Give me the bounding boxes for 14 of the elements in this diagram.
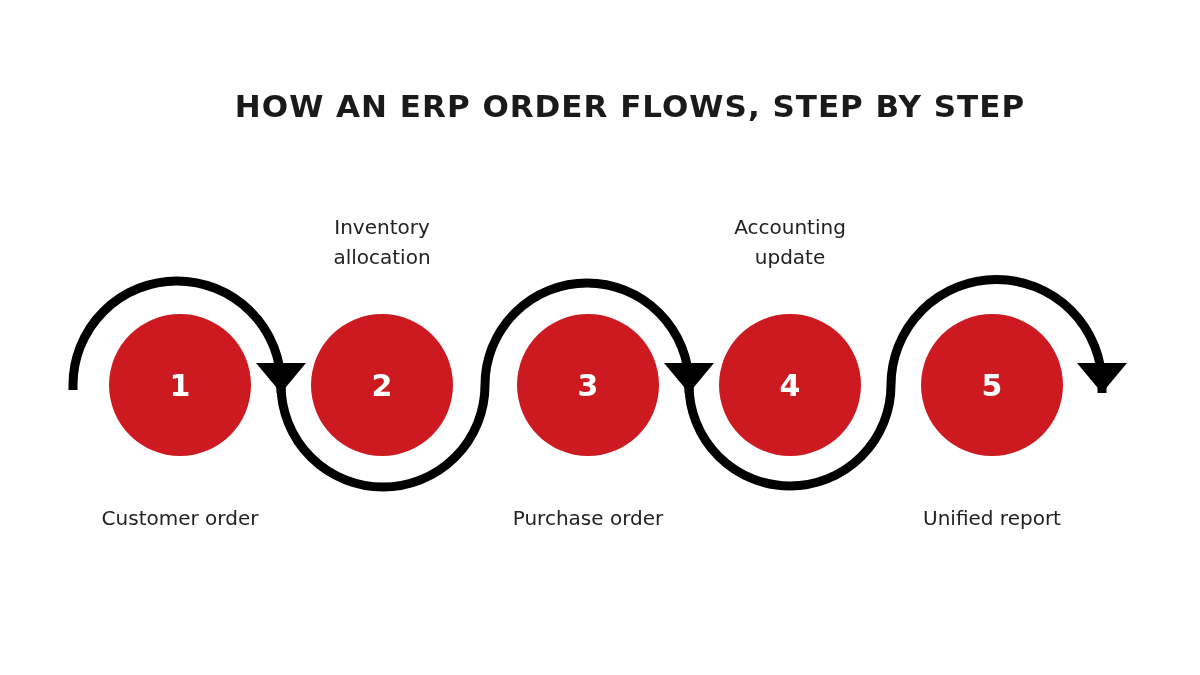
curved-arrow (276, 278, 714, 492)
step-number: 1 (169, 367, 191, 403)
step-label: Customer order (100, 505, 260, 532)
step-number: 4 (779, 367, 801, 403)
curved-arrow (684, 275, 1127, 491)
title: HOW AN ERP ORDER FLOWS, STEP BY STEP (233, 88, 1027, 124)
step-label: Inventory allocation (332, 214, 432, 271)
step-label: Unified report (922, 505, 1062, 532)
step-number: 3 (577, 367, 599, 403)
curved-arrow (68, 276, 306, 393)
step-label: Accounting update (733, 214, 847, 271)
step-label: Purchase order (511, 505, 665, 532)
step-number: 5 (981, 367, 1003, 403)
step-number: 2 (371, 367, 393, 403)
